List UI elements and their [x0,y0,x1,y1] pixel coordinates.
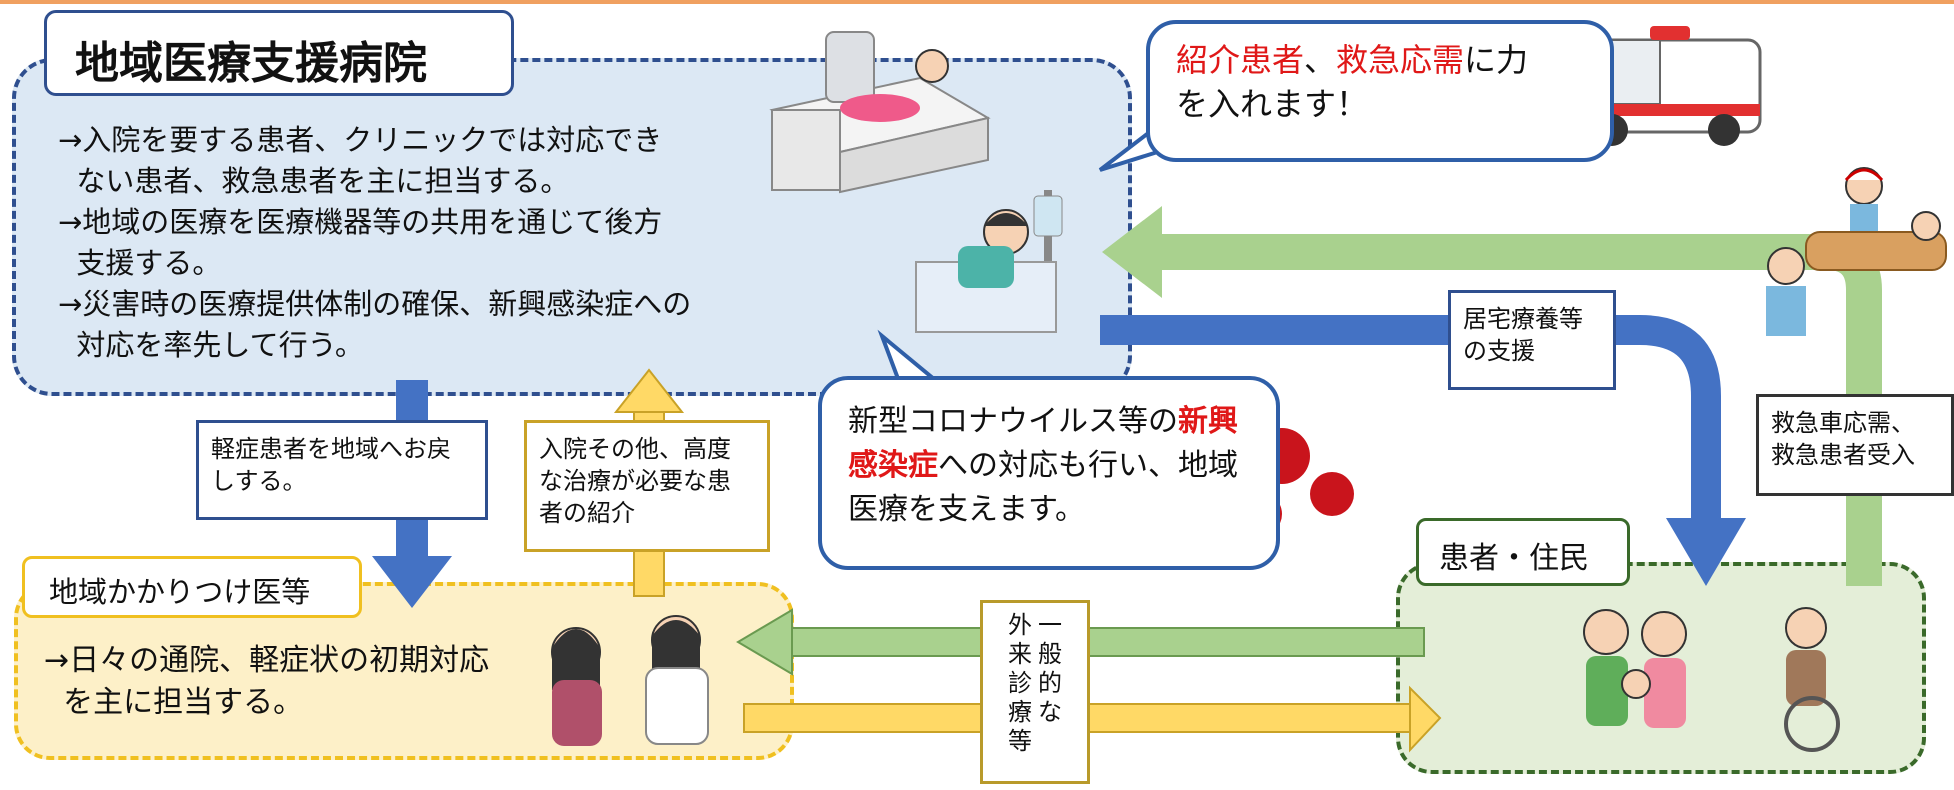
hospital-line: →入院を要する患者、クリニックでは対応でき [58,123,663,157]
outpatient-label-col1: 外来診療等 [1008,611,1032,755]
bubble-top-rest1: に力 [1464,41,1529,79]
hospital-line: 支援する。 [58,246,222,280]
hospital-line: →災害時の医療提供体制の確保、新興感染症への [58,287,692,321]
patients-title: 患者・住民 [1416,518,1630,586]
arrow-home-care [1100,315,1746,586]
bubble-covid-bold2: 感染症 [848,448,938,483]
arrow-outpatient-to-clinic [736,608,1425,676]
bubble-top-rest2: を入れます！ [1176,85,1369,123]
return-mild-label: 軽症患者を地域へお戻 しする。 [196,420,488,520]
referral-label: 入院その他、高度 な治療が必要な患 者の紹介 [524,420,770,552]
hospital-description: →入院を要する患者、クリニックでは対応でき ない患者、救急患者を主に担当する。 →… [58,120,691,366]
outpatient-label: 外来診療等一般的な [980,600,1090,784]
clinic-title: 地域かかりつけ医等 [22,556,362,618]
clinic-line: を主に担当する。 [44,685,304,720]
family-illustration [1583,609,1687,728]
patients-region [1396,562,1926,774]
hospital-title: 地域医療支援病院 [44,10,514,96]
bubble-covid-bold1: 新興 [1178,404,1238,439]
bubble-top-sep: 、 [1304,41,1337,79]
bubble-covid: 新型コロナウイルス等の新興 感染症への対応も行い、地域 医療を支えます。 [818,376,1280,570]
emergency-label: 救急車応需、 救急患者受入 [1756,394,1954,496]
bubble-top: 紹介患者、救急応需に力 を入れます！ [1146,20,1614,162]
hospital-line: 対応を率先して行う。 [58,328,364,362]
stretcher-illustration [1766,167,1947,336]
bubble-top-red2: 救急応需 [1336,41,1465,79]
clinic-description: →日々の通院、軽症状の初期対応 を主に担当する。 [44,640,489,724]
arrow-clinic-to-patients [743,685,1442,753]
hospital-bed-illustration [915,190,1063,333]
bubble-covid-post1: への対応も行い、地域 [938,448,1238,483]
wheelchair-illustration [1784,607,1840,752]
doctor-consultation-illustration [551,615,709,746]
bubble-covid-post2: 医療を支えます。 [848,492,1085,527]
bubble-top-red1: 紹介患者 [1176,41,1305,79]
hospital-line: ない患者、救急患者を主に担当する。 [58,164,570,198]
clinic-line: →日々の通院、軽症状の初期対応 [44,643,490,678]
top-accent-line [0,0,1954,4]
home-care-label: 居宅療養等 の支援 [1448,290,1616,390]
ct-scanner-illustration [769,31,991,194]
bubble-covid-pre: 新型コロナウイルス等の [848,404,1178,439]
outpatient-label-col2: 一般的な [1038,611,1062,726]
hospital-line: →地域の医療を医療機器等の共用を通じて後方 [58,205,663,239]
